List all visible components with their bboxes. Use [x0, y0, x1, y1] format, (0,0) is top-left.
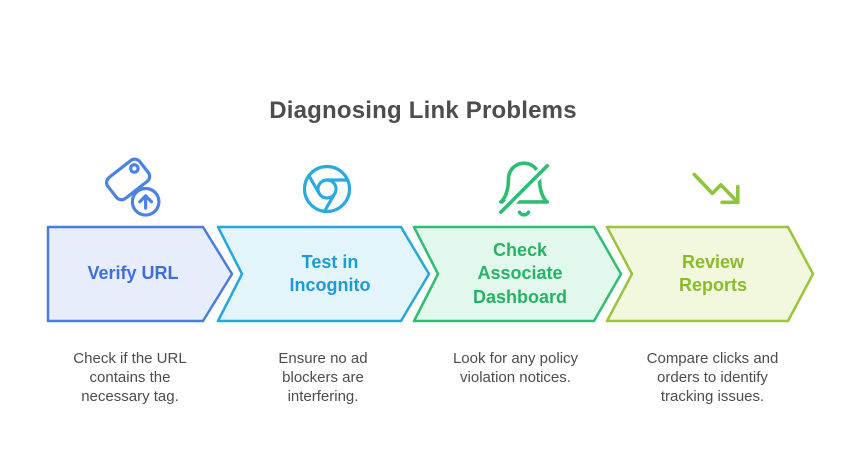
step-description: Check if the URL contains the necessary … — [73, 350, 187, 405]
step-arrow-shape — [216, 225, 431, 323]
step-arrow-shape — [46, 225, 234, 323]
step-arrow-shape — [605, 225, 815, 323]
step-label: Test in Incognito — [289, 251, 371, 295]
trending-down-icon — [682, 155, 750, 223]
step-description: Ensure no ad blockers are interfering. — [278, 350, 368, 405]
tag-upload-icon — [101, 155, 169, 223]
step-description: Look for any policy violation notices. — [452, 350, 579, 386]
step-label: Check Associate Dashboard — [472, 239, 568, 307]
step-arrow-shape — [412, 225, 623, 323]
step-description: Compare clicks and orders to identify tr… — [646, 350, 779, 405]
page-title: Diagnosing Link Problems — [269, 97, 577, 124]
step-label: Verify URL — [87, 263, 179, 284]
step-label: Review Reports — [678, 251, 747, 295]
bell-off-icon — [490, 155, 558, 223]
chrome-icon — [293, 155, 361, 223]
